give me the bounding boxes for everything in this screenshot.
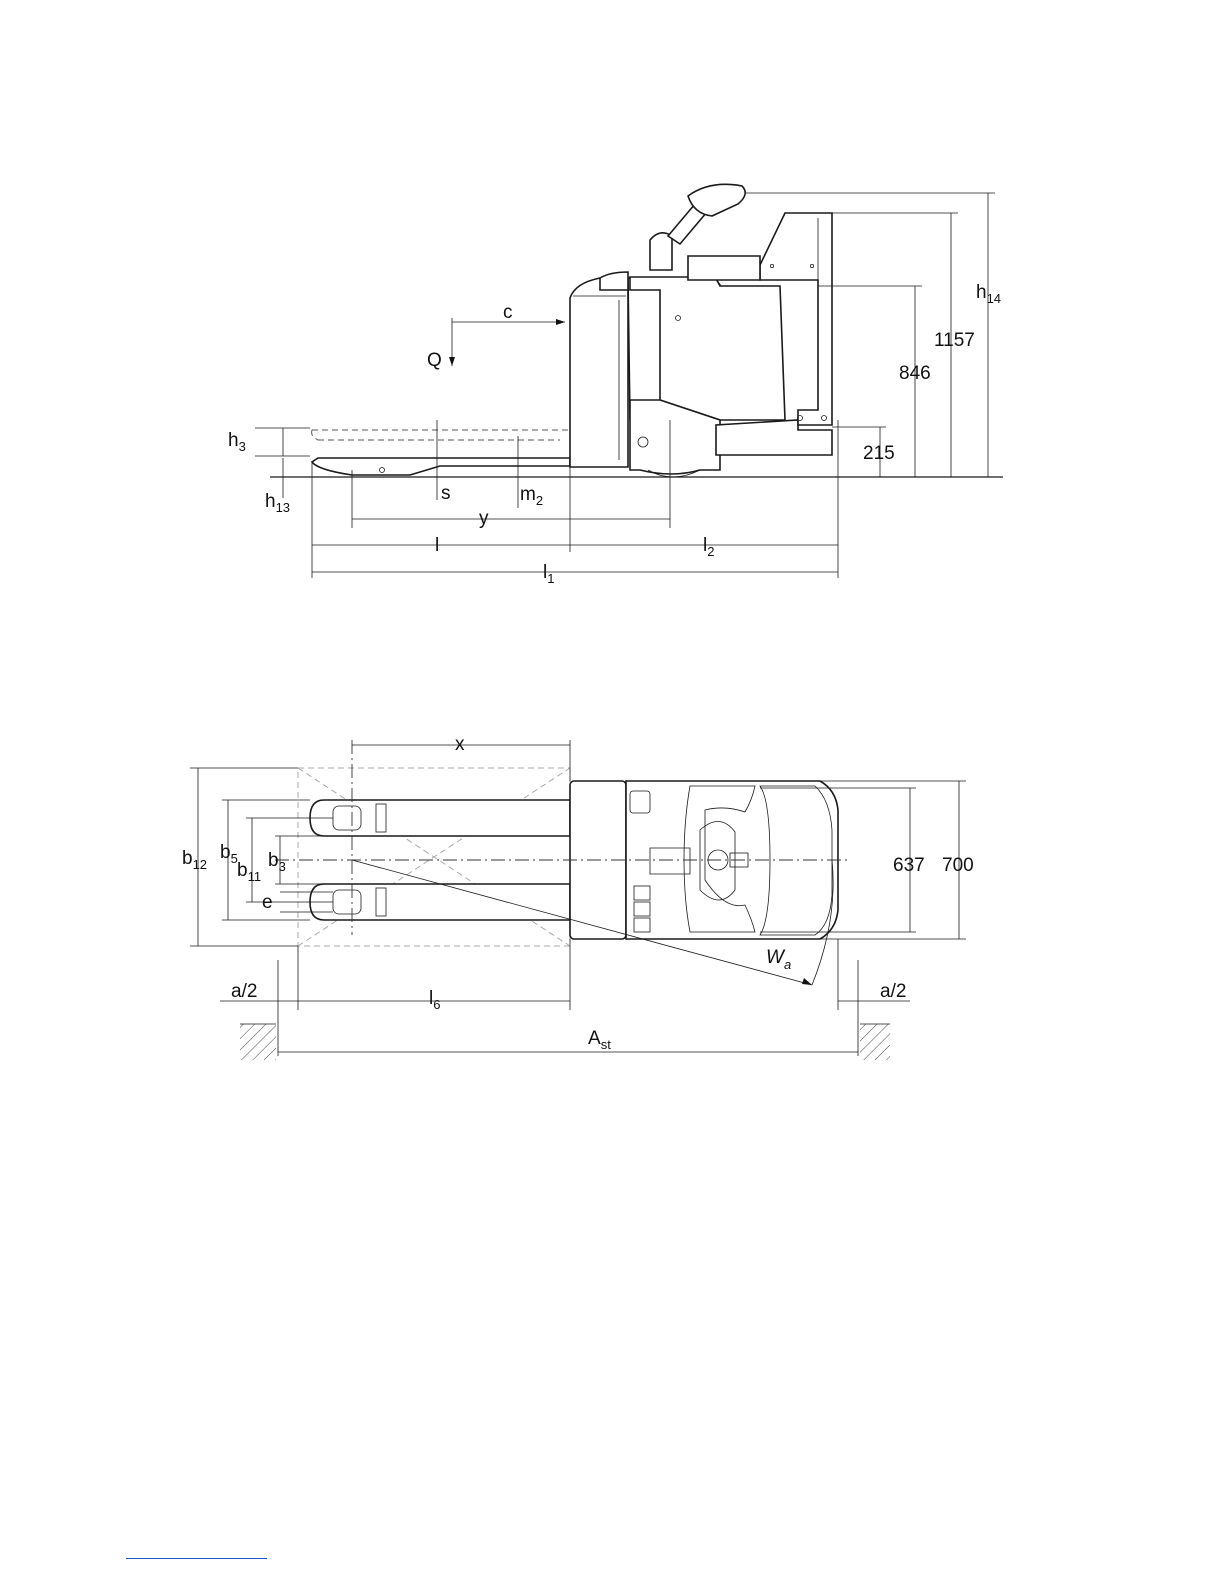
- chassis: [628, 277, 832, 477]
- label-c: c: [503, 302, 513, 323]
- label-b11: b11: [237, 860, 261, 884]
- dim-1157: 1157: [934, 330, 975, 351]
- label-l: l: [435, 535, 439, 556]
- dim-846: 846: [899, 363, 931, 384]
- tiller: [650, 184, 760, 280]
- label-b5: b5: [220, 842, 238, 866]
- battery-compartment: [570, 278, 628, 467]
- label-Wa: Wa: [766, 947, 791, 972]
- label-h3: h3: [228, 430, 246, 454]
- label-l2: l2: [703, 535, 714, 559]
- label-y: y: [479, 508, 489, 529]
- label-a2-right: a/2: [880, 981, 906, 1002]
- wall-left-hatch: [240, 1024, 276, 1060]
- label-a2-left: a/2: [231, 981, 257, 1002]
- wall-right-hatch: [860, 1024, 890, 1060]
- label-s: s: [441, 483, 451, 504]
- top-view: Wa x b12 b5 b11 b3 e 637: [182, 734, 974, 1060]
- label-x: x: [455, 734, 465, 755]
- label-b3: b3: [268, 850, 286, 874]
- label-e: e: [262, 892, 273, 913]
- label-h14: h14: [976, 282, 1001, 306]
- label-m2: m2: [520, 484, 543, 508]
- dim-637: 637: [893, 855, 925, 876]
- label-h13: h13: [265, 491, 290, 515]
- label-l1: l1: [543, 562, 554, 586]
- dim-700: 700: [942, 855, 974, 876]
- label-b12: b12: [182, 848, 207, 872]
- dim-215: 215: [863, 443, 895, 464]
- fork-raised-outline: [312, 430, 570, 440]
- fork-lowered: [312, 458, 570, 475]
- label-Ast: Ast: [588, 1028, 611, 1052]
- footnote-rule: [126, 1558, 267, 1559]
- cover-lip: [600, 272, 628, 290]
- side-view: c Q h3 h13 s m2 y l l2 l1 h14: [228, 184, 1003, 586]
- label-Q: Q: [427, 350, 442, 371]
- label-l6: l6: [429, 988, 440, 1012]
